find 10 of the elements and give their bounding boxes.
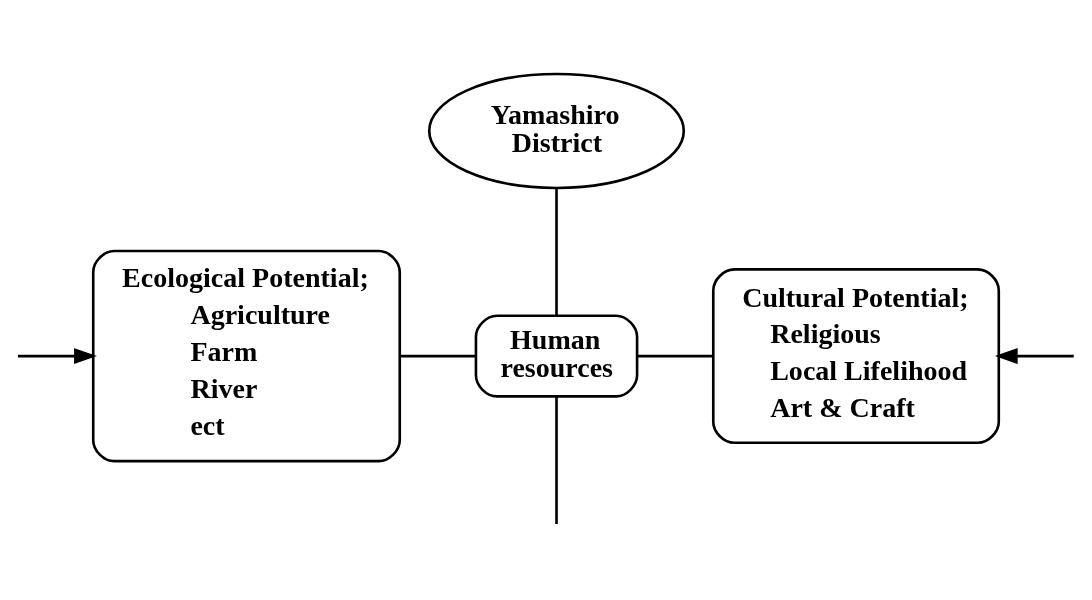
arrow — [17, 348, 97, 365]
connector — [555, 188, 558, 316]
node-ellipse: Yamashiro District — [427, 72, 686, 190]
node-box: Ecological Potential; Agriculture Farm River ect — [91, 249, 402, 463]
connector — [555, 396, 558, 524]
connector — [637, 354, 713, 358]
arrow — [994, 348, 1074, 365]
node-box: Cultural Potential; Religious Local Lifelihood Art & Craft — [711, 268, 1001, 445]
connector — [400, 354, 476, 358]
node-box: Human resources — [474, 314, 639, 398]
